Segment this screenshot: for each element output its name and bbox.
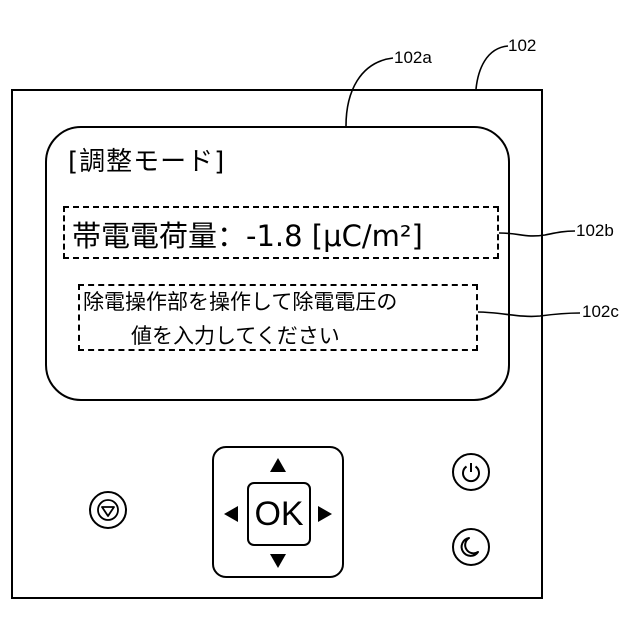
power-icon: [459, 460, 483, 484]
charge-readout: 帯電電荷量：-1.8 [μC/m²]: [72, 213, 423, 255]
ref-label-102c: 102c: [582, 302, 619, 322]
prompt-line-2: 値を入力してください: [131, 320, 340, 350]
mode-title: [調整モード]: [68, 141, 225, 178]
power-button[interactable]: [452, 453, 490, 491]
ref-label-102: 102: [508, 36, 536, 56]
stop-icon: [95, 497, 121, 523]
ok-button[interactable]: OK: [247, 482, 311, 546]
ref-label-102b: 102b: [576, 221, 614, 241]
stop-button[interactable]: [89, 491, 127, 529]
sleep-button[interactable]: [452, 528, 490, 566]
leader-line-102: [476, 46, 508, 89]
prompt-line-1: 除電操作部を操作して除電電圧の: [83, 286, 397, 316]
moon-icon: [459, 535, 483, 559]
ref-label-102a: 102a: [394, 48, 432, 68]
